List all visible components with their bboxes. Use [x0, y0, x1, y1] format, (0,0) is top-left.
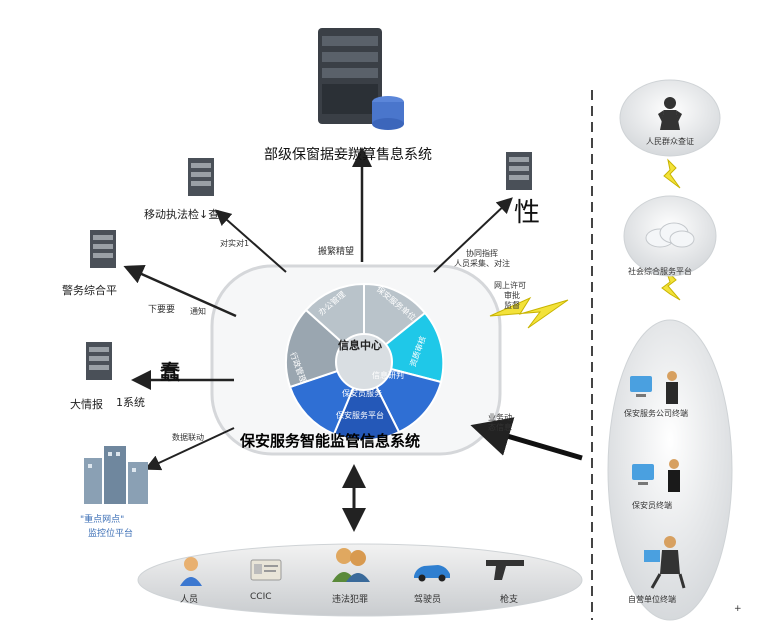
- arrow-to-mobile: [215, 209, 287, 273]
- police-platform-label: 警务综合平: [62, 284, 117, 297]
- lightning-bolt-icon: [489, 296, 569, 329]
- car-icon: [412, 560, 452, 586]
- bottom-item-label: 人员: [180, 595, 199, 605]
- right-node-label: 保安员终端: [632, 501, 672, 510]
- card-icon: [250, 558, 282, 586]
- arrow-label: 审批: [504, 291, 520, 300]
- big-intel-suffix: 1系统: [116, 396, 145, 409]
- terminal-icon: [630, 458, 690, 498]
- mobile-law-label: 移动执法检↓查: [144, 208, 220, 221]
- bottom-item-label: 违法犯罪: [332, 595, 369, 605]
- arrow-label: 网上许可: [494, 281, 526, 290]
- arrow-to-monitor: [144, 427, 235, 471]
- bottom-item-label: 驾驶员: [414, 595, 442, 605]
- lightning-bolt-icon: [663, 158, 681, 189]
- arrow-label: 下要要: [148, 305, 176, 315]
- sector-label: 信息研判: [372, 371, 404, 380]
- arrow-label: 协同指挥: [466, 249, 498, 258]
- right-node-label: 人民群众查证: [646, 137, 694, 146]
- arrow-label: 搬繁精望: [318, 247, 355, 257]
- main-system-title: 保安服务智能监管信息系统: [240, 432, 421, 450]
- arrow-label: 通知: [190, 307, 206, 316]
- server-icon: [188, 158, 214, 196]
- server-icon: [506, 152, 532, 190]
- info-center-pie: [284, 282, 444, 442]
- server-icon: [86, 342, 112, 380]
- monitor-platform-label: 监控位平台: [88, 529, 134, 539]
- arrow-label: 对实对1: [220, 239, 250, 248]
- big-intel-label: 大情报: [70, 398, 103, 411]
- bottom-item-label: CCIC: [250, 592, 272, 602]
- ministry-server-icon: [318, 28, 404, 130]
- sector-label: 保安员服务: [342, 389, 382, 398]
- info-center-label: 信息中心: [338, 339, 382, 352]
- person-icon: [178, 556, 204, 590]
- citizen-icon: [656, 96, 684, 134]
- server-icon: [90, 230, 116, 268]
- right-node-label: 保安服务公司终端: [624, 409, 688, 418]
- ministry-system-title: 部级保窗据妾羰算售息系统: [264, 147, 432, 163]
- arrow-label: 监督: [504, 301, 520, 310]
- building-icon: [84, 446, 148, 504]
- cloud-icon: [644, 222, 696, 252]
- arrow-label: 业务动: [488, 413, 512, 422]
- operator-icon: [640, 534, 688, 594]
- arrow-from-terminals: [470, 417, 583, 461]
- terminal-icon: [628, 370, 688, 410]
- info-center-hub: [335, 333, 393, 391]
- right-node-label: 自营单位终端: [628, 595, 676, 604]
- arrow-label: 态信息: [488, 423, 512, 432]
- sector-4: [332, 359, 401, 442]
- gun-icon: [484, 556, 528, 588]
- arrow-label: 数据联动: [172, 433, 204, 442]
- people-icon: [330, 546, 370, 586]
- monitor-platform-top: "重点网点": [80, 515, 125, 525]
- big-char: 性: [514, 198, 541, 228]
- arrow-to-coop: [433, 197, 513, 273]
- plus-mark: +: [734, 604, 742, 614]
- sector-label: 保安服务平台: [336, 411, 384, 420]
- bottom-item-label: 枪支: [500, 595, 519, 605]
- right-node-label: 社会综合服务平台: [628, 267, 692, 276]
- arrow-label: 人员采集、对注: [454, 259, 510, 268]
- arrow-to-police: [123, 264, 237, 318]
- big-intel-char: 蠢: [160, 360, 180, 384]
